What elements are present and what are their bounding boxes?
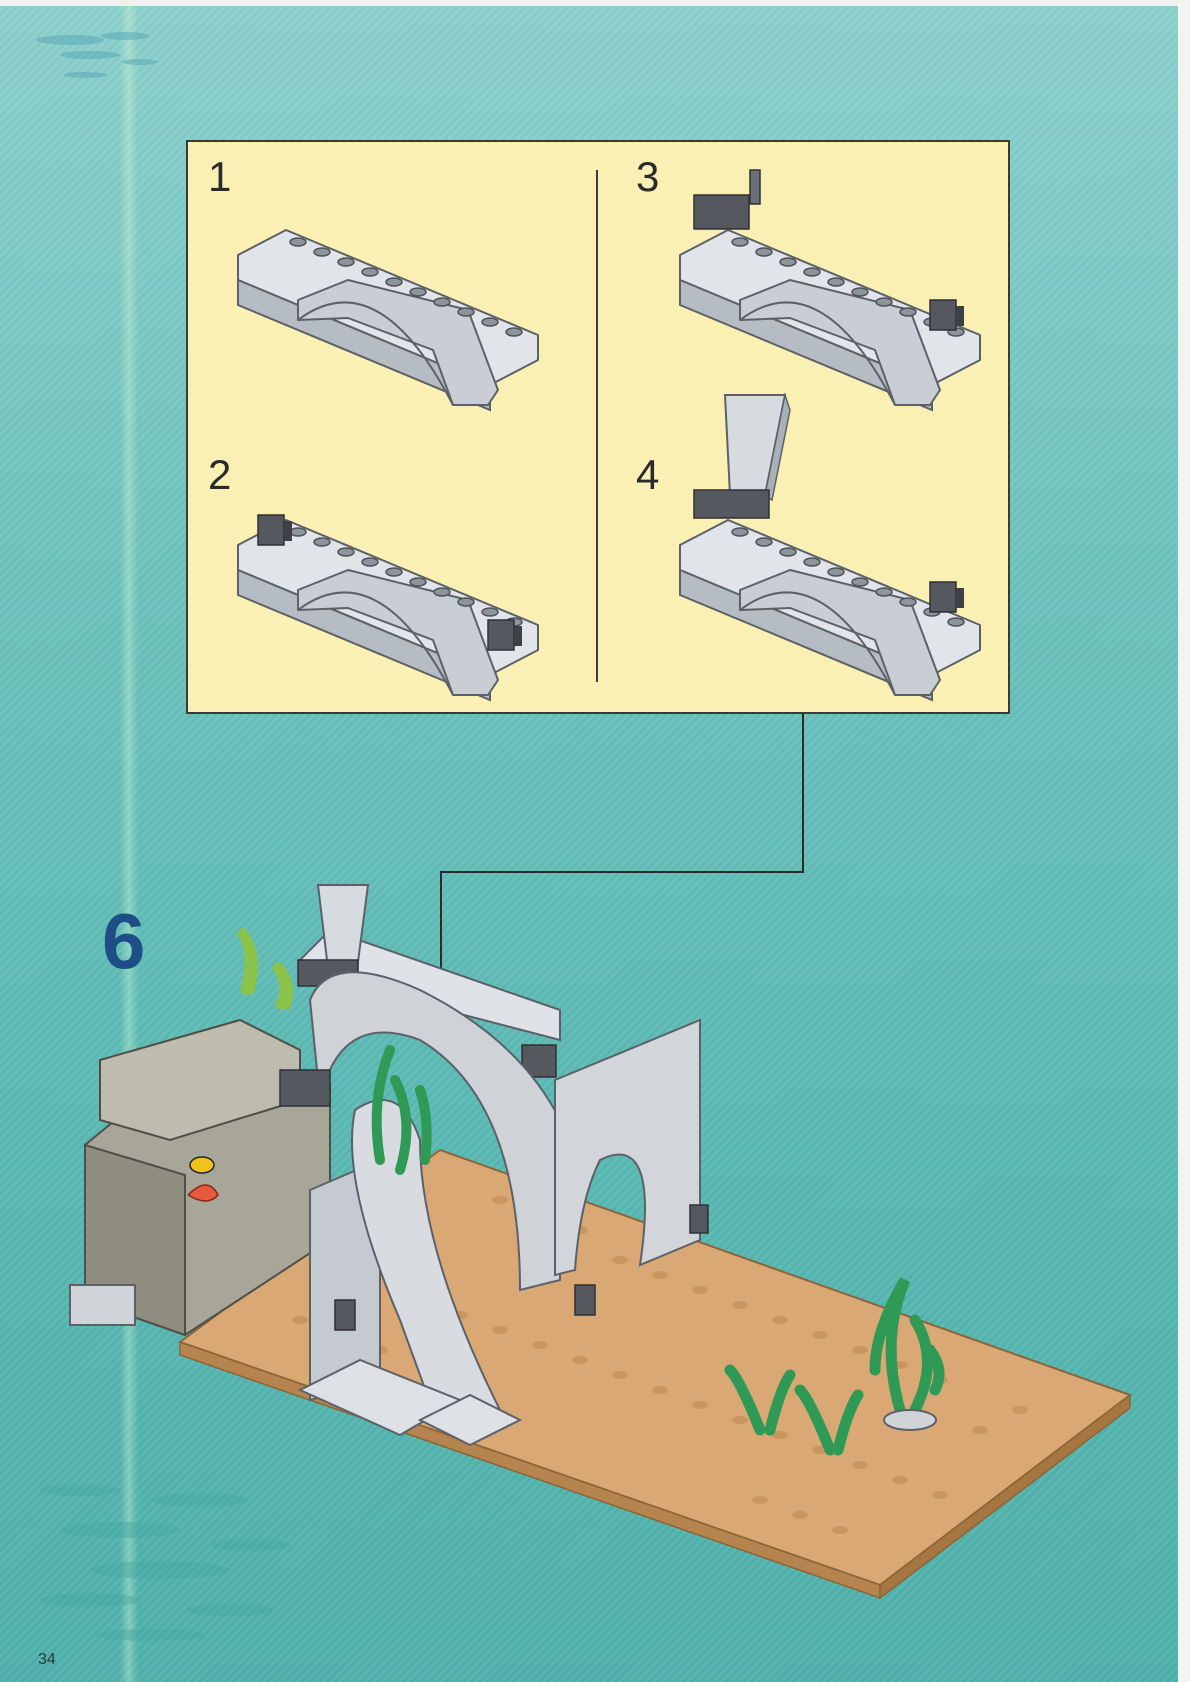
page-number: 34: [38, 1652, 56, 1668]
fish-icon: [190, 1157, 214, 1173]
arch-brick-1: [238, 230, 538, 410]
arch-brick-3: [680, 170, 980, 410]
seaweed-plant-icon: [240, 930, 289, 1005]
step-number: 6: [102, 902, 145, 980]
connector-arrow: [441, 714, 803, 985]
underwater-gate-model: [70, 885, 1130, 1598]
arch-brick-2: [238, 515, 538, 700]
arch-brick-4: [680, 395, 980, 700]
